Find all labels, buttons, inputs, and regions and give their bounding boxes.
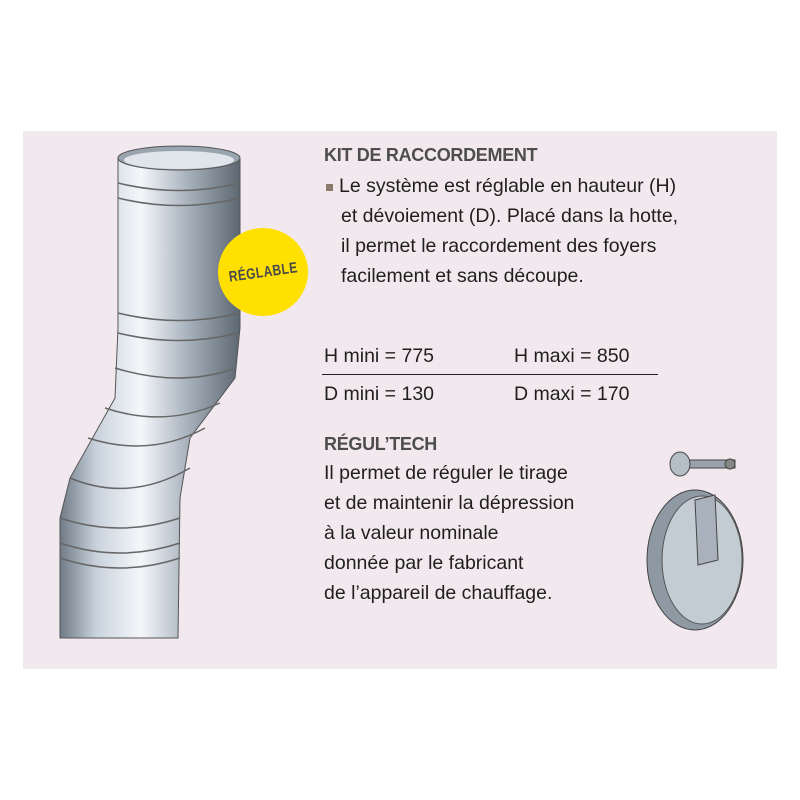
regul-line: Il permet de réguler le tirage [324, 462, 568, 484]
h-maxi: H maxi = 850 [514, 345, 630, 367]
dimensions-table: H mini = 775 H maxi = 850 D mini = 130 D m… [322, 340, 658, 411]
regul-title: RÉGUL’TECH [324, 434, 438, 454]
d-mini: D mini = 130 [324, 383, 435, 405]
regul-line: à la valeur nominale [324, 522, 499, 544]
kit-title: KIT DE RACCORDEMENT [324, 145, 538, 165]
d-maxi: D maxi = 170 [514, 383, 630, 405]
kit-line: Le système est réglable en hauteur (H) [339, 175, 677, 197]
regul-line: donnée par le fabricant [324, 552, 524, 574]
adjustable-pipe-image [59, 145, 241, 639]
divider [322, 374, 658, 375]
regul-line: de l’appareil de chauffage. [324, 582, 553, 604]
kit-line: il permet le raccordement des foyers [341, 235, 657, 257]
kit-description: Le système est réglable en hauteur (H) e… [326, 171, 678, 291]
badge-label: RÉGLABLE [227, 258, 299, 286]
regul-description: Il permet de réguler le tirage et de mai… [324, 458, 574, 608]
draft-regulator-image [646, 451, 744, 631]
bullet-icon [326, 184, 333, 191]
h-mini: H mini = 775 [324, 345, 435, 367]
kit-line: et dévoiement (D). Placé dans la hotte, [341, 205, 679, 227]
regul-line: et de maintenir la dépression [324, 492, 575, 514]
kit-line: facilement et sans découpe. [341, 265, 584, 287]
adjustable-badge: RÉGLABLE [218, 228, 308, 316]
